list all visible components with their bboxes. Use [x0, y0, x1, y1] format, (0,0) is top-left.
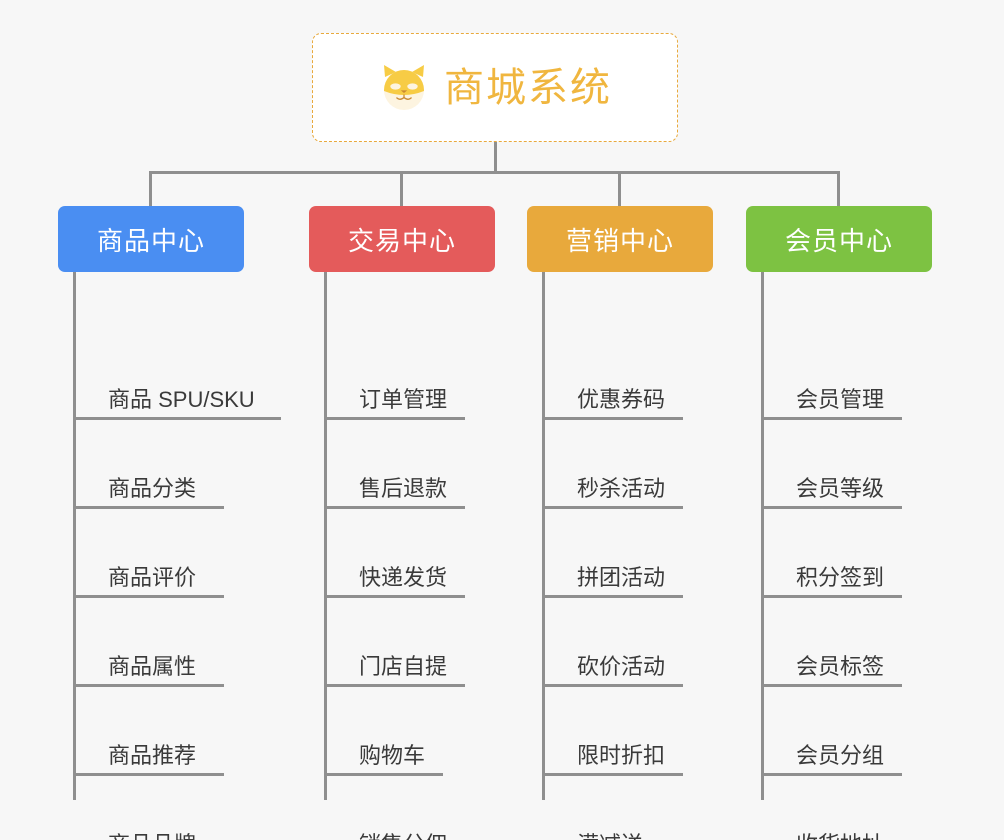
list-item[interactable]: 门店自提 [327, 654, 465, 687]
list-item[interactable]: 会员管理 [764, 387, 902, 420]
item-label: 快递发货 [359, 565, 448, 590]
item-label: 收货地址 [796, 827, 884, 840]
item-label: 商品属性 [108, 654, 197, 679]
column-spine-4 [761, 272, 764, 800]
list-item[interactable]: 砍价活动 [545, 654, 683, 687]
category-column-3: 营销中心 优惠券码 秒杀活动 拼团活动 砍价活动 限时折扣 满减送 [527, 206, 713, 840]
list-item[interactable]: 商品评价 [76, 565, 224, 598]
category-label-3: 营销中心 [565, 225, 674, 256]
item-label: 商品评价 [108, 565, 197, 590]
category-header-4[interactable]: 会员中心 [746, 206, 932, 272]
list-item[interactable]: 购物车 [327, 743, 443, 776]
item-label: 商品 SPU/SKU [108, 387, 255, 412]
item-label: 订单管理 [359, 387, 448, 412]
column-spine-3 [542, 272, 545, 800]
shiba-dog-face-icon [378, 63, 430, 113]
item-label: 砍价活动 [577, 654, 666, 679]
item-label: 满减送 [577, 827, 643, 840]
list-item[interactable]: 商品推荐 [76, 743, 224, 776]
list-item[interactable]: 拼团活动 [545, 565, 683, 598]
list-item[interactable]: 订单管理 [327, 387, 465, 420]
category-header-2[interactable]: 交易中心 [309, 206, 495, 272]
category-label-4: 会员中心 [784, 225, 893, 256]
category-label-1: 商品中心 [96, 225, 205, 256]
category-column-1: 商品中心 商品 SPU/SKU 商品分类 商品评价 商品属性 商品推荐 商品品牌 [58, 206, 281, 840]
item-label: 门店自提 [359, 654, 448, 679]
category-header-3[interactable]: 营销中心 [527, 206, 713, 272]
connector-drop-2 [400, 171, 403, 209]
list-item[interactable]: 会员标签 [764, 654, 902, 687]
list-item[interactable]: 秒杀活动 [545, 476, 683, 509]
connector-drop-3 [618, 171, 621, 209]
item-label: 购物车 [359, 743, 426, 768]
root-node-card[interactable]: 商城系统 [312, 33, 678, 142]
list-item[interactable]: 优惠券码 [545, 387, 683, 420]
list-item[interactable]: 会员分组 [764, 743, 902, 776]
category-column-4: 会员中心 会员管理 会员等级 积分签到 会员标签 会员分组 收货地址 [746, 206, 932, 840]
list-item[interactable]: 商品 SPU/SKU [76, 387, 281, 420]
connector-bus [149, 171, 840, 174]
item-label: 商品分类 [108, 476, 197, 501]
item-label: 商品推荐 [108, 743, 197, 768]
connector-drop-4 [837, 171, 840, 209]
list-item[interactable]: 积分签到 [764, 565, 902, 598]
category-column-2: 交易中心 订单管理 售后退款 快递发货 门店自提 购物车 销售分佣 [309, 206, 495, 840]
item-label: 优惠券码 [577, 387, 666, 412]
category-label-2: 交易中心 [347, 225, 456, 256]
item-label: 会员分组 [796, 743, 885, 768]
column-spine-2 [324, 272, 327, 800]
list-item[interactable]: 商品属性 [76, 654, 224, 687]
item-label: 积分签到 [796, 565, 885, 590]
list-item[interactable]: 会员等级 [764, 476, 902, 509]
root-node-title: 商城系统 [444, 65, 612, 110]
list-item[interactable]: 快递发货 [327, 565, 465, 598]
column-spine-1 [73, 272, 76, 800]
item-label: 会员标签 [796, 654, 885, 679]
connector-drop-1 [149, 171, 152, 209]
list-item[interactable]: 商品分类 [76, 476, 224, 509]
item-label: 拼团活动 [577, 565, 666, 590]
list-item[interactable]: 限时折扣 [545, 743, 683, 776]
connector-root-stem [494, 142, 497, 174]
item-label: 商品品牌 [108, 827, 196, 840]
item-label: 会员管理 [796, 387, 885, 412]
list-item[interactable]: 售后退款 [327, 476, 465, 509]
item-label: 销售分佣 [359, 827, 447, 840]
item-label: 售后退款 [359, 476, 448, 501]
item-label: 限时折扣 [577, 743, 666, 768]
category-header-1[interactable]: 商品中心 [58, 206, 244, 272]
item-label: 秒杀活动 [577, 476, 666, 501]
item-label: 会员等级 [796, 476, 885, 501]
